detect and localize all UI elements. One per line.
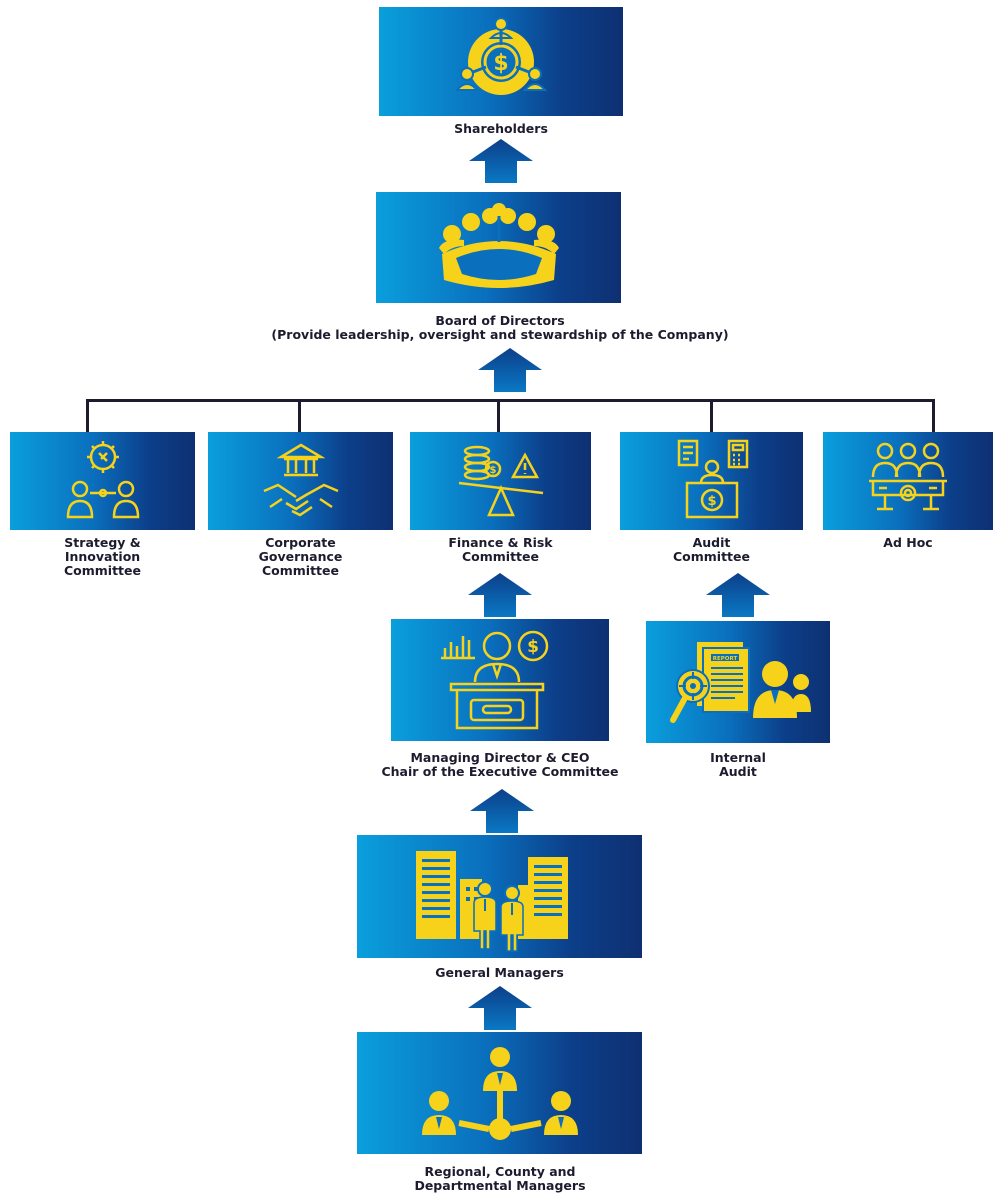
board-label: Board of Directors (Provide leadership, …: [200, 314, 800, 342]
arrow-up-icon: [470, 789, 534, 833]
strategy-line3: Committee: [63, 563, 141, 578]
handshake-icon: [263, 443, 338, 517]
adhoc-box: [823, 432, 993, 530]
audit-desk-icon: $: [677, 439, 748, 519]
svg-text:$: $: [493, 51, 508, 76]
strategy-gear-icon: [66, 441, 139, 519]
arrow-up-icon: [469, 139, 533, 183]
internal-audit-box: REPORT: [646, 621, 830, 743]
strategy-line2: Innovation: [64, 549, 141, 564]
svg-text:$: $: [527, 637, 539, 657]
governance-label: Corporate Governance Committee: [208, 536, 393, 578]
regional-line2: Departmental Managers: [414, 1178, 586, 1193]
governance-line3: Committee: [261, 563, 339, 578]
arrow-up-icon: [468, 573, 532, 617]
strategy-label: Strategy & Innovation Committee: [10, 536, 195, 578]
regional-line1: Regional, County and: [424, 1164, 576, 1179]
ceo-line1: Managing Director & CEO: [410, 750, 590, 765]
general-managers-label: General Managers: [435, 965, 564, 980]
ceo-box: $: [391, 619, 609, 741]
strategy-line1: Strategy &: [64, 535, 141, 550]
adhoc-label: Ad Hoc: [883, 535, 933, 550]
executive-desk-icon: $: [441, 630, 549, 730]
governance-line1: Corporate: [265, 535, 336, 550]
boardroom-icon: [438, 202, 559, 288]
audit-label: Audit Committee: [620, 536, 803, 564]
regional-box: [357, 1032, 642, 1154]
audit-line2: Committee: [672, 549, 750, 564]
arrow-up-icon: [468, 986, 532, 1030]
audit-box: $: [620, 432, 803, 530]
governance-line2: Governance: [258, 549, 343, 564]
connector-drop: [710, 399, 713, 432]
shareholders-label: Shareholders: [454, 121, 548, 136]
general-managers-box: [357, 835, 642, 958]
audit-line1: Audit: [692, 535, 731, 550]
connector-drop: [298, 399, 301, 432]
board-subtitle: (Provide leadership, oversight and stewa…: [271, 327, 729, 342]
internal-audit-label: Internal Audit: [646, 751, 830, 779]
svg-text:$: $: [707, 494, 716, 509]
arrow-up-icon: [706, 573, 770, 617]
svg-text:$: $: [489, 465, 496, 476]
report-text: REPORT: [713, 656, 738, 662]
governance-box: [208, 432, 393, 530]
balance-scale-icon: $: [458, 445, 543, 517]
arrow-up-icon: [478, 348, 542, 392]
finance-label: Finance & Risk Committee: [410, 536, 591, 564]
network-people-icon: [421, 1047, 578, 1140]
shareholders-box: $: [379, 7, 623, 116]
shareholders-icon: $: [454, 16, 548, 95]
connector-drop: [932, 399, 935, 432]
regional-label: Regional, County and Departmental Manage…: [300, 1165, 700, 1193]
board-title: Board of Directors: [435, 313, 565, 328]
connector-horizontal: [86, 399, 935, 402]
finance-box: $: [410, 432, 591, 530]
office-buildings-icon: [415, 850, 568, 952]
finance-line2: Committee: [461, 549, 539, 564]
connector-drop: [497, 399, 500, 432]
team-gear-icon: [869, 442, 947, 511]
connector-drop: [86, 399, 89, 432]
ceo-label: Managing Director & CEO Chair of the Exe…: [300, 751, 700, 779]
strategy-box: [10, 432, 195, 530]
internal-audit-line1: Internal: [710, 750, 766, 765]
ceo-line2: Chair of the Executive Committee: [381, 764, 619, 779]
board-box: [376, 192, 621, 303]
report-magnifier-icon: REPORT: [670, 642, 811, 723]
internal-audit-line2: Audit: [719, 764, 757, 779]
finance-line1: Finance & Risk: [448, 535, 553, 550]
